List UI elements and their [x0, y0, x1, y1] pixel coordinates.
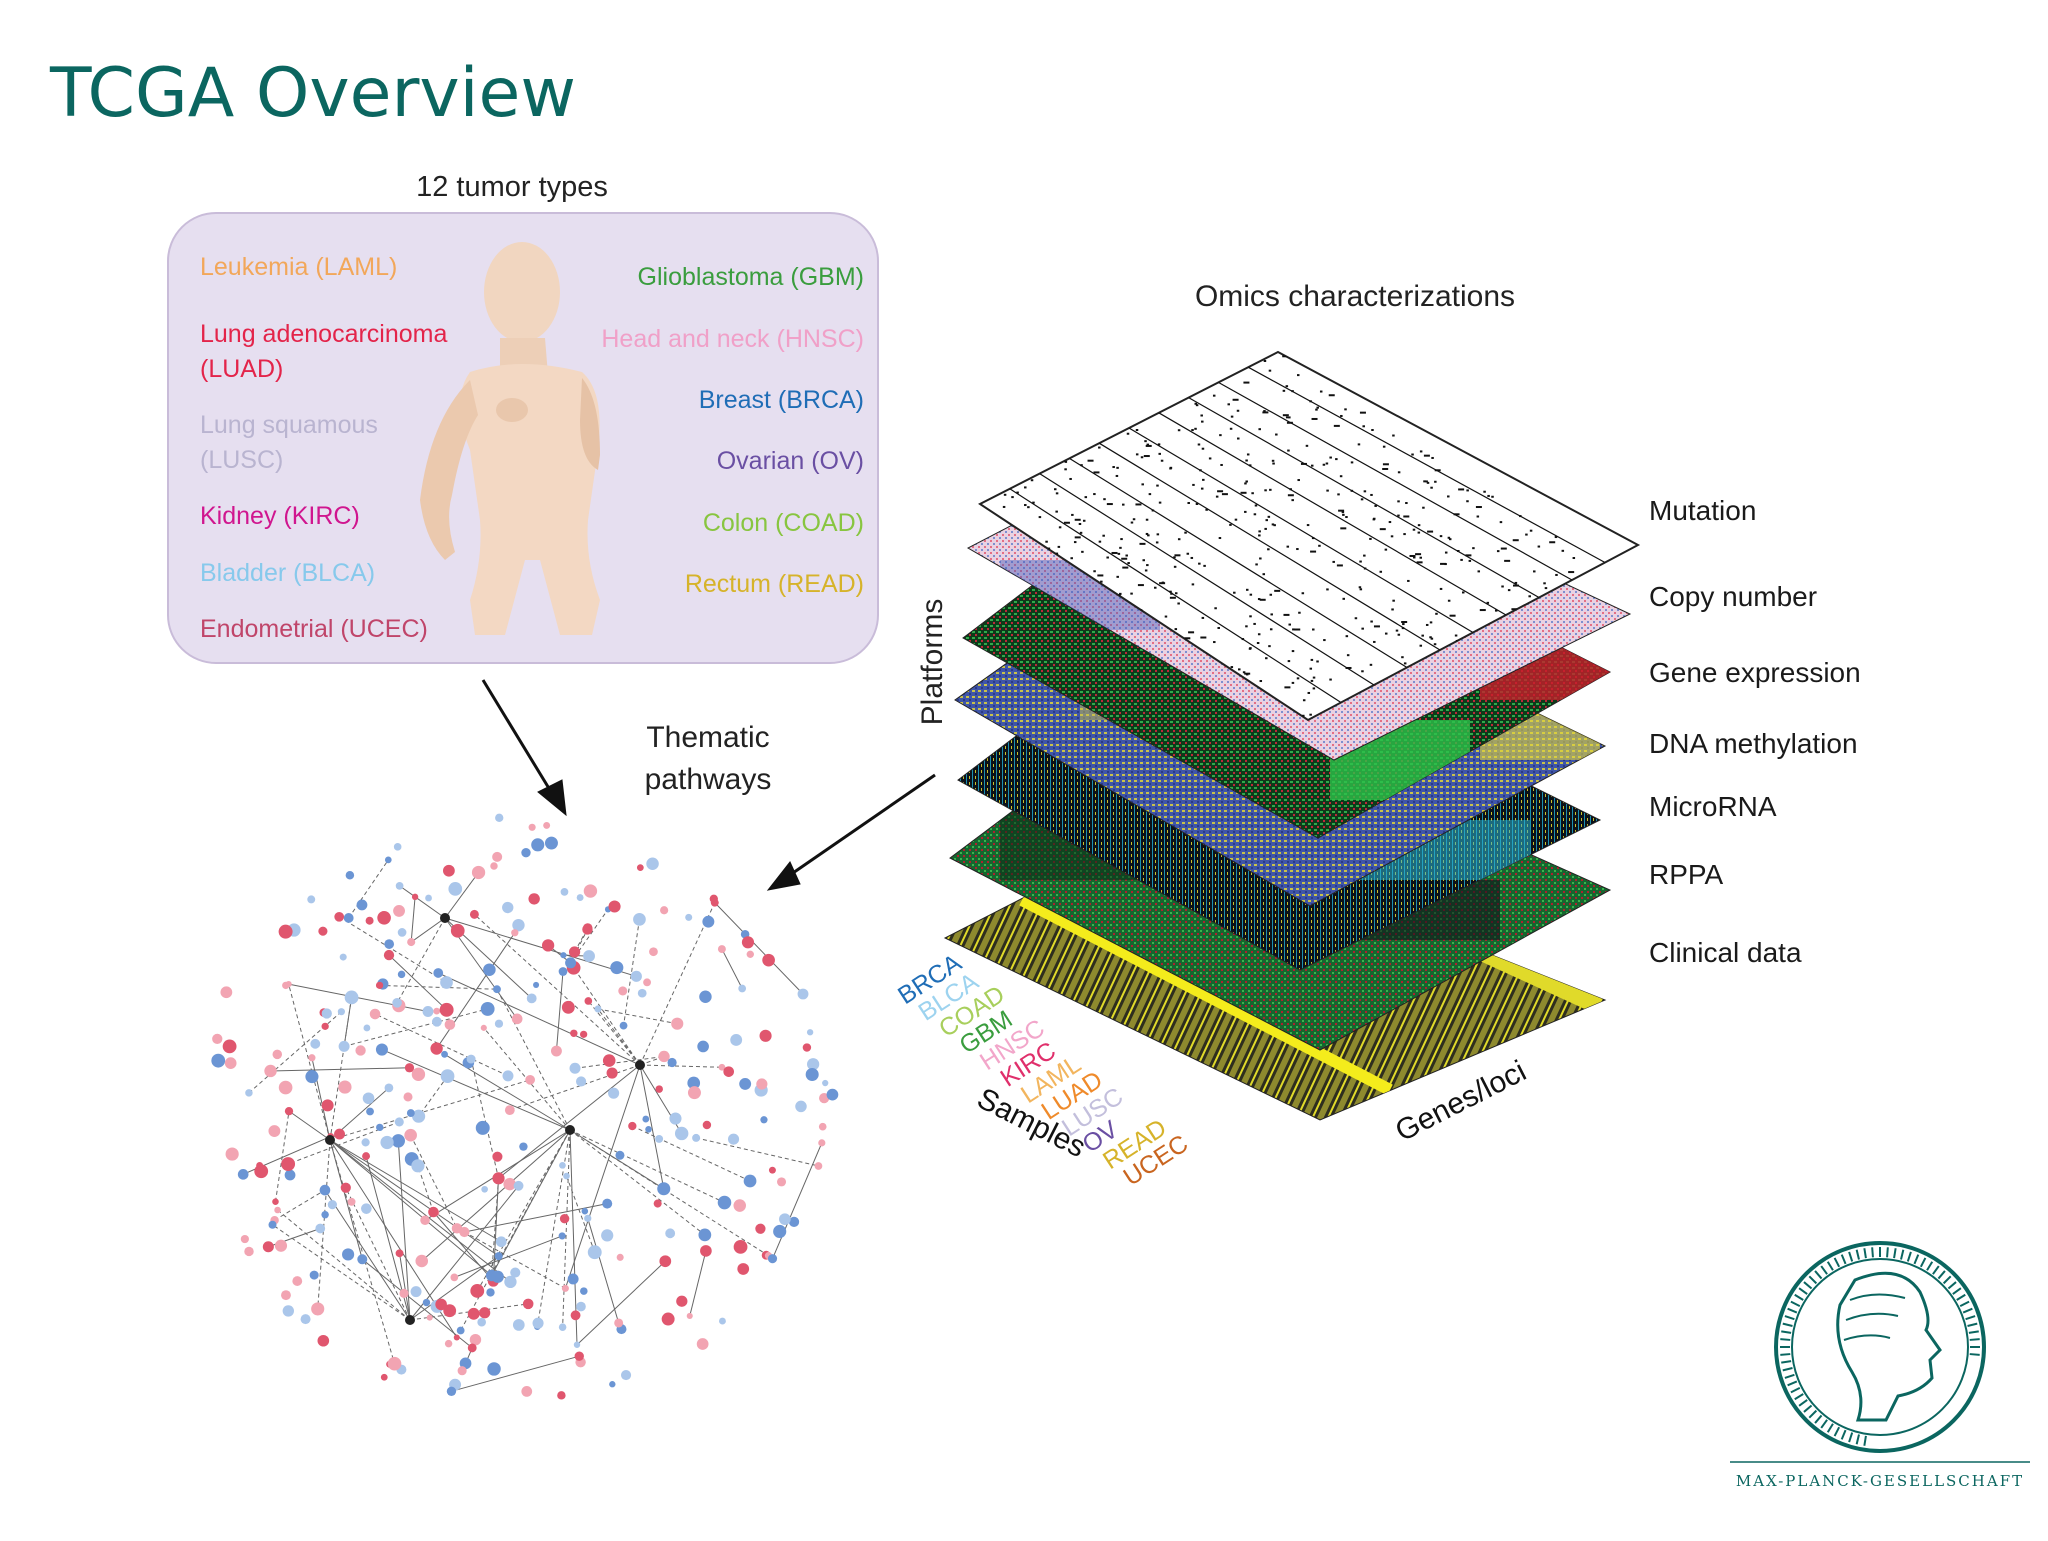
omics-layer-label: MicroRNA: [1649, 791, 1777, 822]
pathway-network-graph: [211, 813, 839, 1400]
tumor-types-panel: 12 tumor types Leukemia (LAML) Lung adeno…: [167, 171, 879, 664]
tumor-types-left-list: Leukemia (LAML) Lung adenocarcinoma (LUAD)…: [200, 253, 447, 643]
tumor-type-label-cont: (LUAD): [200, 355, 283, 383]
tumor-type-label-cont: (LUSC): [200, 446, 283, 474]
thematic-pathways-line1: Thematic: [646, 721, 769, 754]
thematic-pathways-line2: pathways: [645, 763, 772, 796]
tumor-type-label: Bladder (BLCA): [200, 559, 375, 587]
max-planck-logo: MAX-PLANCK-GESELLSCHAFT: [1730, 1241, 2030, 1490]
omics-layer-label: RPPA: [1649, 859, 1723, 890]
layer-mutation: [978, 350, 1641, 722]
tumor-type-label: Lung squamous: [200, 411, 378, 439]
arrow-tumors-to-network: [481, 679, 555, 796]
platforms-label: Platforms: [916, 599, 949, 726]
sample-type-codes: BRCABLCACOADGBMHNSCKIRCLAMLLUADLUSCOVREA…: [893, 949, 1193, 1192]
omics-heading: Omics characterizations: [1195, 280, 1515, 313]
tumor-type-label: Breast (BRCA): [699, 386, 864, 414]
tumor-panel-heading: 12 tumor types: [416, 171, 608, 203]
tumor-type-label: Kidney (KIRC): [200, 502, 360, 530]
tumor-type-label: Colon (COAD): [703, 509, 864, 537]
omics-layer-label: DNA methylation: [1649, 728, 1858, 759]
tumor-type-label: Lung adenocarcinoma: [200, 320, 447, 348]
logo-outer-ring: [1774, 1241, 1986, 1453]
omics-layer-label: Clinical data: [1649, 937, 1802, 968]
flow-arrows: [481, 679, 936, 891]
omics-layer-label: Mutation: [1649, 495, 1756, 526]
arrow-platforms-to-network: [789, 773, 936, 877]
athena-head-profile: [1836, 1271, 1942, 1422]
omics-layer-label: Copy number: [1649, 581, 1817, 612]
tumor-type-label: Ovarian (OV): [717, 447, 864, 475]
omics-layer-label: Gene expression: [1649, 657, 1861, 688]
tumor-type-label: Glioblastoma (GBM): [638, 263, 864, 291]
tumor-type-label: Head and neck (HNSC): [601, 325, 864, 353]
tumor-type-label: Rectum (READ): [685, 570, 864, 598]
arrow-head-1: [537, 779, 567, 817]
human-figure-illustration: [420, 242, 600, 635]
tumor-type-label: Leukemia (LAML): [200, 253, 397, 281]
tumor-types-right-list: Glioblastoma (GBM) Head and neck (HNSC) Br…: [601, 263, 864, 598]
slide-title: TCGA Overview: [49, 54, 576, 133]
omics-layer-stack: Omics characterizations Platforms: [893, 280, 1861, 1192]
arrow-head-2: [766, 861, 801, 891]
logo-inner-ring: [1791, 1258, 1969, 1436]
logo-wordmark: MAX-PLANCK-GESELLSCHAFT: [1736, 1472, 2024, 1490]
tumor-type-label: Endometrial (UCEC): [200, 615, 428, 643]
